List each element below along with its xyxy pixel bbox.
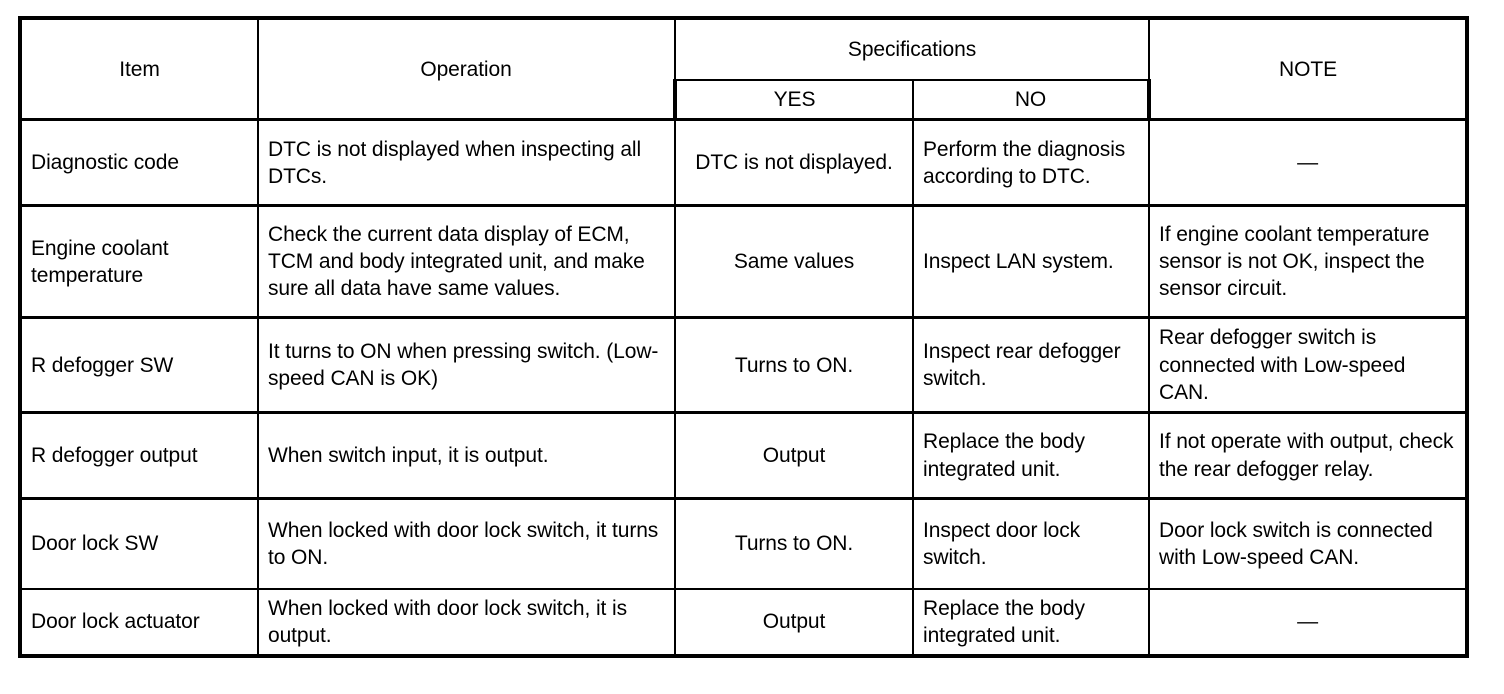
cell-operation: When switch input, it is output. [257,411,676,500]
cell-no: Inspect rear defogger switch. [911,316,1151,414]
header-row-primary: Item Operation Specifications NOTE [18,16,1470,121]
diagnostic-check-table: Item Operation Specifications NOTE YES N… [18,16,1470,659]
table-row: Diagnostic code DTC is not displayed whe… [18,118,1470,207]
cell-note: Rear defogger switch is connected with L… [1148,316,1470,414]
cell-item: R defogger output [18,411,259,500]
cell-note: Door lock switch is connected with Low-s… [1148,497,1470,590]
cell-item: Door lock SW [18,497,259,590]
cell-yes: Output [674,411,914,500]
header-row-secondary: YES NO [20,79,1467,121]
table-row: R defogger output When switch input, it … [18,411,1470,500]
table-row: Door lock SW When locked with door lock … [18,497,1470,590]
cell-item: Diagnostic code [18,118,259,207]
table-row: Door lock actuator When locked with door… [18,587,1470,659]
cell-note: If engine coolant temperature sensor is … [1148,204,1470,319]
column-header-operation: Operation [257,16,676,121]
cell-note: — [1148,587,1470,659]
table-row: R defogger SW It turns to ON when pressi… [18,316,1470,414]
column-header-note: NOTE [1148,16,1470,121]
cell-operation: When locked with door lock switch, it is… [257,587,676,659]
cell-yes: Turns to ON. [674,316,914,414]
cell-yes: DTC is not displayed. [674,118,914,207]
table-header: Item Operation Specifications NOTE YES N… [18,16,1470,121]
cell-operation: It turns to ON when pressing switch. (Lo… [257,316,676,414]
cell-operation: DTC is not displayed when inspecting all… [257,118,676,207]
cell-no: Replace the body integrated unit. [911,587,1151,659]
column-header-yes: YES [673,79,914,121]
cell-yes: Same values [674,204,914,319]
cell-no: Inspect door lock switch. [911,497,1151,590]
cell-note: — [1148,118,1470,207]
cell-operation: When locked with door lock switch, it tu… [257,497,676,590]
cell-item: Engine coolant temperature [18,204,259,319]
cell-no: Replace the body integrated unit. [911,411,1151,500]
column-header-no: NO [911,79,1152,121]
cell-item: R defogger SW [18,316,259,414]
column-header-item: Item [18,16,259,121]
cell-no: Perform the diagnosis according to DTC. [911,118,1151,207]
table-body: Diagnostic code DTC is not displayed whe… [18,118,1470,659]
cell-yes: Turns to ON. [674,497,914,590]
cell-note: If not operate with output, check the re… [1148,411,1470,500]
cell-operation: Check the current data display of ECM, T… [257,204,676,319]
cell-item: Door lock actuator [18,587,259,659]
column-header-specifications: Specifications [673,16,1151,81]
cell-yes: Output [674,587,914,659]
cell-no: Inspect LAN system. [911,204,1151,319]
table-row: Engine coolant temperature Check the cur… [18,204,1470,319]
